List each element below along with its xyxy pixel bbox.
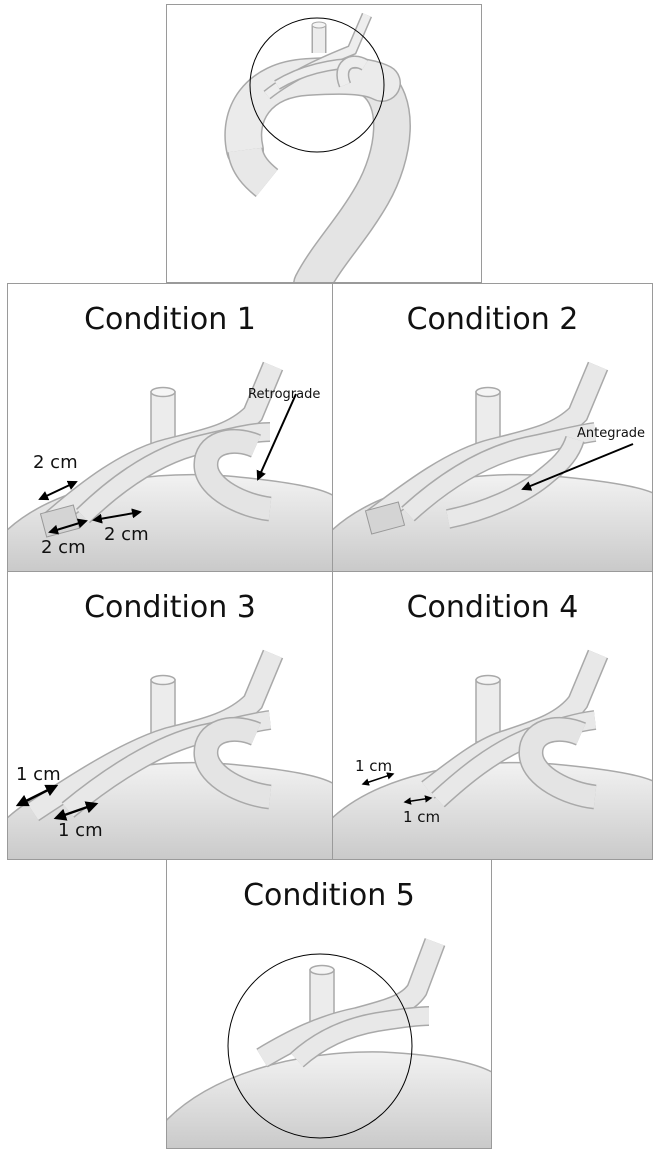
condition-2-panel: Condition 2 Antegrade bbox=[332, 283, 653, 572]
measurement-label: 2 cm bbox=[104, 524, 149, 545]
condition-4-panel: Condition 4 1 cm 1 cm bbox=[332, 571, 653, 860]
measurement-label: 2 cm bbox=[41, 537, 86, 558]
measurement-label: 1 cm bbox=[58, 820, 103, 841]
aorta-overview-illustration bbox=[167, 5, 482, 283]
measurement-label: 1 cm bbox=[355, 757, 392, 775]
condition-1-panel: Condition 1 Retrograde 2 cm 2 cm 2 cm bbox=[7, 283, 333, 572]
measurement-label: 1 cm bbox=[16, 764, 61, 785]
measurement-label: 1 cm bbox=[403, 808, 440, 826]
measure-arrow bbox=[363, 774, 393, 784]
condition-5-panel: Condition 5 bbox=[166, 859, 492, 1149]
condition-5-illustration bbox=[167, 860, 492, 1149]
condition-1-illustration bbox=[8, 284, 333, 572]
condition-3-illustration bbox=[8, 572, 333, 860]
overview-panel bbox=[166, 4, 482, 283]
condition-4-illustration bbox=[333, 572, 653, 860]
condition-3-panel: Condition 3 1 cm 1 cm bbox=[7, 571, 333, 860]
measurement-label: 2 cm bbox=[33, 452, 78, 473]
annotation-label: Antegrade bbox=[577, 426, 645, 441]
annotation-label: Retrograde bbox=[248, 387, 320, 402]
